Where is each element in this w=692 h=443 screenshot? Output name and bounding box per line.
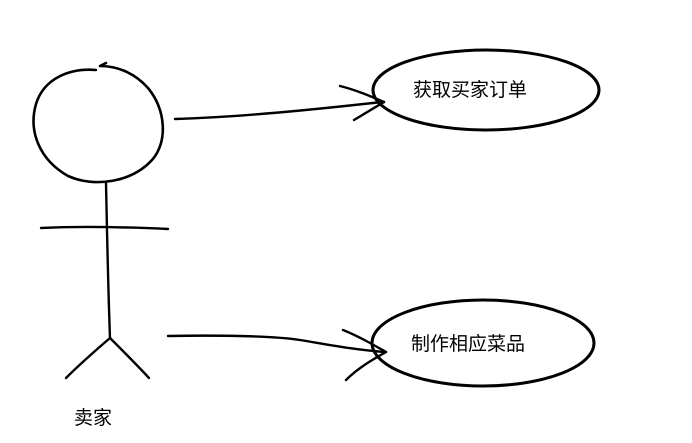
association-arrow-2: [166, 328, 388, 382]
use-case-2-label: 制作相应菜品: [411, 333, 525, 355]
use-case-1: 获取买家订单: [371, 48, 601, 132]
actor-body: [104, 181, 112, 340]
actor-right-leg: [108, 336, 151, 380]
actor-label: 卖家: [74, 407, 112, 429]
use-case-1-ellipse: [371, 48, 601, 132]
use-case-1-label: 获取买家订单: [413, 79, 527, 101]
actor-head: [32, 61, 165, 184]
actor-arms: [39, 225, 170, 231]
actor-figure: [32, 61, 170, 380]
use-case-2: 制作相应菜品: [370, 298, 596, 388]
association-arrow-1: [173, 84, 386, 122]
actor-left-leg: [64, 336, 112, 380]
use-case-2-ellipse: [370, 298, 596, 388]
